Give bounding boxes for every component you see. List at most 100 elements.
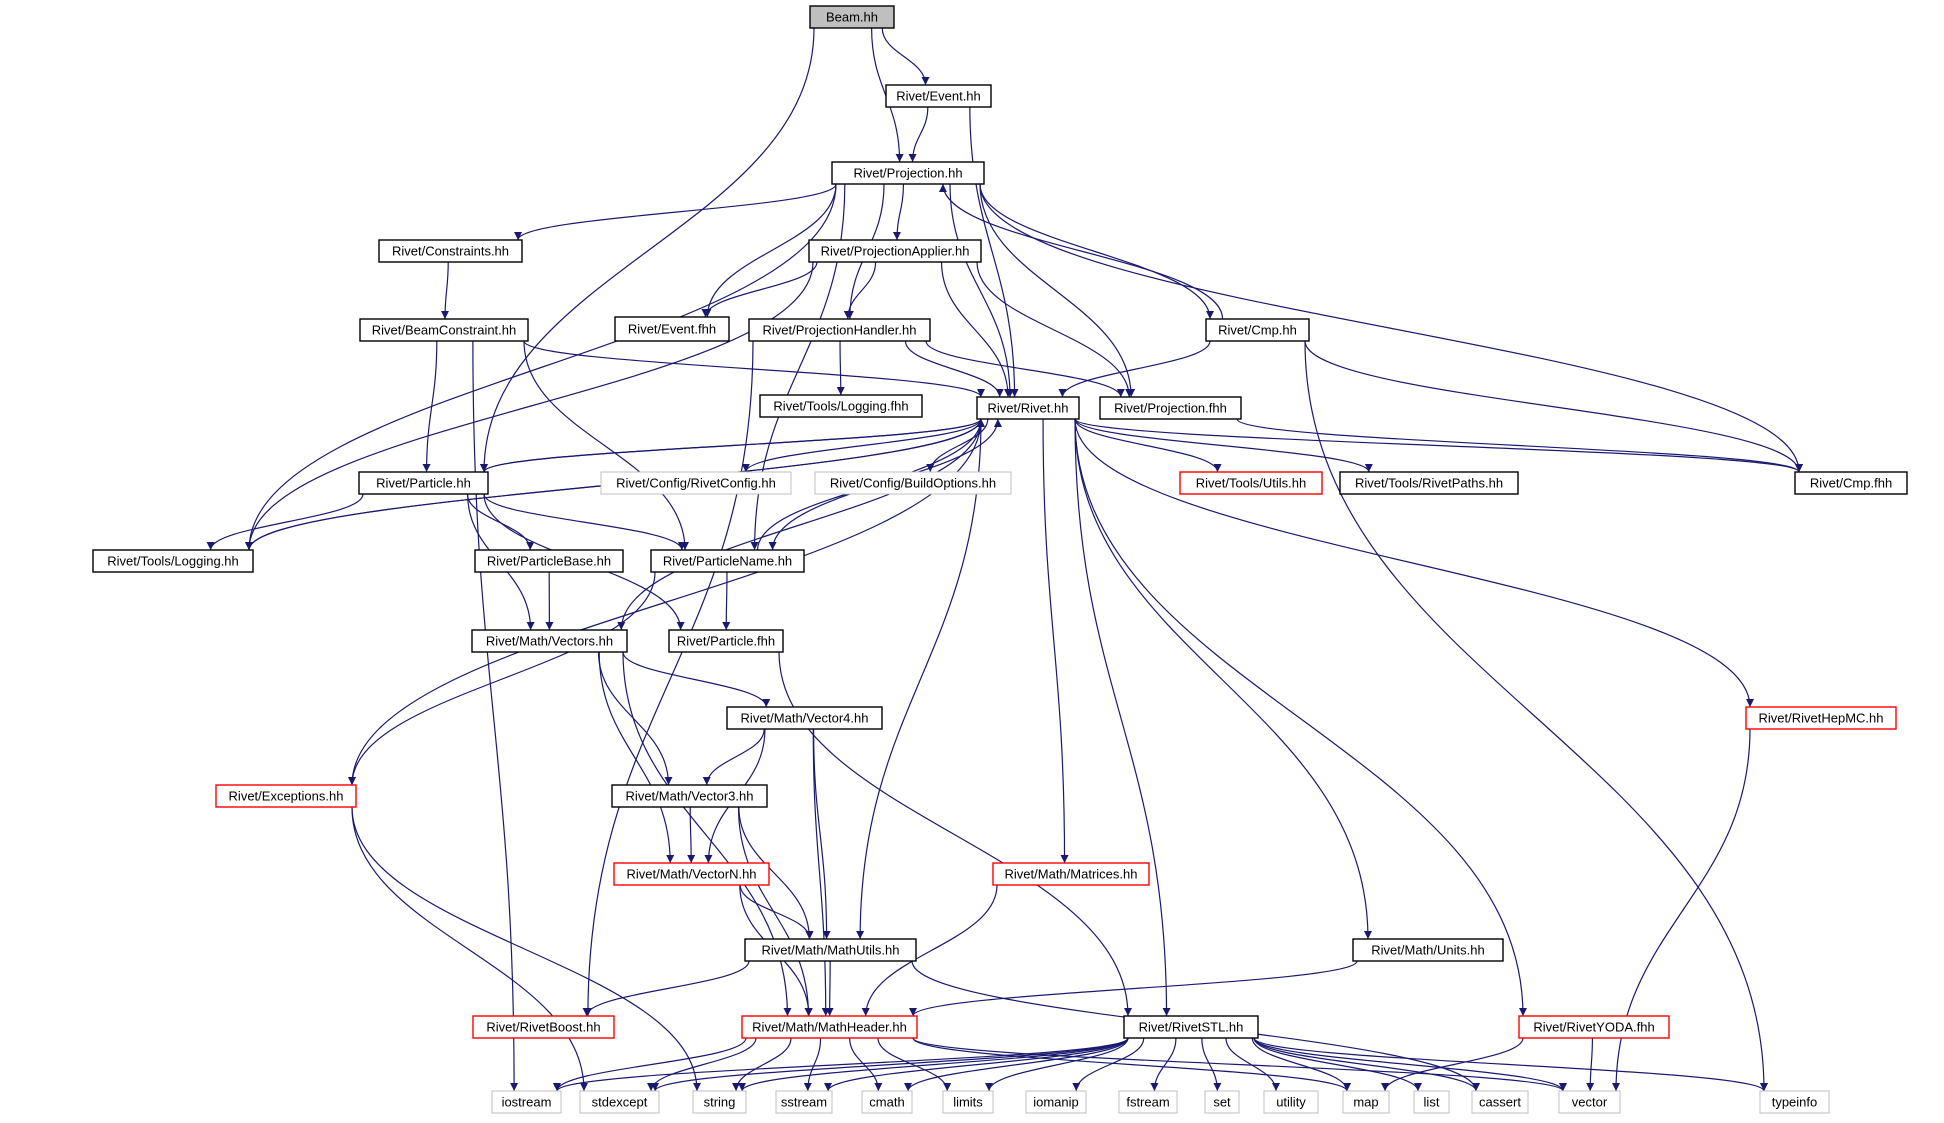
node-cmath[interactable]: cmath xyxy=(861,1090,913,1114)
node-iostream[interactable]: iostream xyxy=(491,1090,562,1114)
node-beam_hh[interactable]: Beam.hh xyxy=(809,5,895,29)
edge-projectionhandler_hh-to-rivetboost_hh xyxy=(583,340,754,1017)
edge-rivetstl_hh-to-map xyxy=(1251,1037,1351,1092)
edge-math_mathutils_hh-to-rivetboost_hh xyxy=(582,960,750,1017)
node-buildoptions_hh[interactable]: Rivet/Config/BuildOptions.hh xyxy=(814,471,1012,495)
node-label-particlebase_hh: Rivet/ParticleBase.hh xyxy=(487,554,611,569)
node-box-math_mathheader_hh xyxy=(741,1015,918,1039)
node-list[interactable]: list xyxy=(1413,1090,1450,1114)
node-math_vectorn_hh[interactable]: Rivet/Math/VectorN.hh xyxy=(613,862,770,886)
node-projectionhandler_hh[interactable]: Rivet/ProjectionHandler.hh xyxy=(748,318,931,342)
node-label-rivethepmc_hh: Rivet/RivetHepMC.hh xyxy=(1759,711,1884,726)
node-set[interactable]: set xyxy=(1204,1090,1240,1114)
node-rivet_hh[interactable]: Rivet/Rivet.hh xyxy=(976,396,1080,420)
edge-rivetstl_hh-to-utility xyxy=(1225,1037,1280,1092)
edge-particle_hh-to-rivet_hh xyxy=(483,418,985,473)
node-label-tools_rivetpaths_hh: Rivet/Tools/RivetPaths.hh xyxy=(1355,476,1503,491)
node-box-math_vector3_hh xyxy=(611,784,768,808)
node-cmp_hh[interactable]: Rivet/Cmp.hh xyxy=(1205,318,1310,342)
edge-projectionhandler_hh-to-projection_fhh xyxy=(925,340,1125,398)
node-vector[interactable]: vector xyxy=(1558,1090,1621,1114)
edge-math_vector4_hh-to-math_mathheader_hh xyxy=(812,728,830,1017)
node-beamconstraint_hh[interactable]: Rivet/BeamConstraint.hh xyxy=(359,318,529,342)
node-math_units_hh[interactable]: Rivet/Math/Units.hh xyxy=(1352,938,1504,962)
node-string[interactable]: string xyxy=(692,1090,747,1114)
node-constraints_hh[interactable]: Rivet/Constraints.hh xyxy=(378,239,523,263)
edge-cmp_hh-to-rivet_hh xyxy=(1058,340,1211,398)
node-box-rivethepmc_hh xyxy=(1745,706,1897,730)
node-projection_hh[interactable]: Rivet/Projection.hh xyxy=(831,161,985,185)
node-map[interactable]: map xyxy=(1342,1090,1390,1114)
node-utility[interactable]: utility xyxy=(1263,1090,1319,1114)
node-particlebase_hh[interactable]: Rivet/ParticleBase.hh xyxy=(474,549,624,573)
edge-math_mathheader_hh-to-string xyxy=(732,1037,792,1092)
node-box-map xyxy=(1342,1090,1390,1114)
node-cmp_fhh[interactable]: Rivet/Cmp.fhh xyxy=(1794,471,1908,495)
node-projectionapplier_hh[interactable]: Rivet/ProjectionApplier.hh xyxy=(808,239,982,263)
node-math_mathheader_hh[interactable]: Rivet/Math/MathHeader.hh xyxy=(741,1015,918,1039)
node-tools_rivetpaths_hh[interactable]: Rivet/Tools/RivetPaths.hh xyxy=(1339,471,1519,495)
node-particle_hh[interactable]: Rivet/Particle.hh xyxy=(358,471,489,495)
edge-math_mathheader_hh-to-stdexcept xyxy=(647,1037,757,1092)
edge-rivetstl_hh-to-string xyxy=(738,1037,1129,1092)
edge-rivet_hh-to-tools_rivetpaths_hh xyxy=(1074,418,1373,473)
node-particle_fhh[interactable]: Rivet/Particle.fhh xyxy=(668,629,784,653)
edge-projectionhandler_hh-to-rivet_hh xyxy=(904,340,1004,398)
node-exceptions_hh[interactable]: Rivet/Exceptions.hh xyxy=(215,784,357,808)
edge-math_mathheader_hh-to-map xyxy=(912,1037,1351,1092)
node-box-particlename_hh xyxy=(650,549,805,573)
node-label-particle_hh: Rivet/Particle.hh xyxy=(376,476,471,491)
node-math_mathutils_hh[interactable]: Rivet/Math/MathUtils.hh xyxy=(744,938,917,962)
node-tools_utils_hh[interactable]: Rivet/Tools/Utils.hh xyxy=(1179,471,1323,495)
node-label-projectionhandler_hh: Rivet/ProjectionHandler.hh xyxy=(763,323,917,338)
node-rivetyoda_fhh[interactable]: Rivet/RivetYODA.fhh xyxy=(1518,1015,1670,1039)
node-label-rivetstl_hh: Rivet/RivetSTL.hh xyxy=(1139,1020,1244,1035)
node-fstream[interactable]: fstream xyxy=(1118,1090,1178,1114)
node-label-iomanip: iomanip xyxy=(1033,1095,1079,1110)
node-math_matrices_hh[interactable]: Rivet/Math/Matrices.hh xyxy=(992,862,1150,886)
node-event_fhh[interactable]: Rivet/Event.fhh xyxy=(614,316,730,342)
node-box-list xyxy=(1413,1090,1450,1114)
node-math_vectors_hh[interactable]: Rivet/Math/Vectors.hh xyxy=(471,629,628,653)
node-particlename_hh[interactable]: Rivet/ParticleName.hh xyxy=(650,549,805,573)
node-iomanip[interactable]: iomanip xyxy=(1025,1090,1087,1114)
node-label-iostream: iostream xyxy=(502,1095,552,1110)
edge-math_vector3_hh-to-math_vectorn_hh xyxy=(687,806,696,864)
node-label-math_mathutils_hh: Rivet/Math/MathUtils.hh xyxy=(762,943,900,958)
node-math_vector3_hh[interactable]: Rivet/Math/Vector3.hh xyxy=(611,784,768,808)
node-rivetstl_hh[interactable]: Rivet/RivetSTL.hh xyxy=(1123,1015,1259,1039)
node-label-fstream: fstream xyxy=(1126,1095,1169,1110)
node-box-exceptions_hh xyxy=(215,784,357,808)
node-label-projectionapplier_hh: Rivet/ProjectionApplier.hh xyxy=(821,244,970,259)
edge-projection_hh-to-event_fhh xyxy=(703,183,837,318)
edge-projection_hh-to-rivet_hh xyxy=(949,183,1014,398)
node-rivetconfig_hh[interactable]: Rivet/Config/RivetConfig.hh xyxy=(600,471,792,495)
edge-beamconstraint_hh-to-particle_hh xyxy=(422,340,438,473)
edge-rivet_hh-to-rivetyoda_fhh xyxy=(1074,418,1527,1017)
edge-beamconstraint_hh-to-particlename_hh xyxy=(523,340,689,551)
node-tools_logging_hh[interactable]: Rivet/Tools/Logging.hh xyxy=(92,549,254,573)
edge-rivet_hh-to-cmp_fhh xyxy=(1074,418,1803,473)
node-stdexcept[interactable]: stdexcept xyxy=(579,1090,660,1114)
node-box-math_matrices_hh xyxy=(992,862,1150,886)
node-projection_fhh[interactable]: Rivet/Projection.fhh xyxy=(1099,396,1242,420)
node-box-iomanip xyxy=(1025,1090,1087,1114)
node-tools_logging_fhh[interactable]: Rivet/Tools/Logging.fhh xyxy=(759,394,923,418)
node-rivethepmc_hh[interactable]: Rivet/RivetHepMC.hh xyxy=(1745,706,1897,730)
node-box-cmp_fhh xyxy=(1794,471,1908,495)
node-sstream[interactable]: sstream xyxy=(775,1090,833,1114)
node-label-set: set xyxy=(1213,1095,1231,1110)
node-cassert[interactable]: cassert xyxy=(1471,1090,1529,1114)
node-math_vector4_hh[interactable]: Rivet/Math/Vector4.hh xyxy=(726,706,883,730)
edge-rivetstl_hh-to-sstream xyxy=(824,1037,1129,1092)
edge-rivetstl_hh-to-iostream xyxy=(553,1037,1129,1092)
node-typeinfo[interactable]: typeinfo xyxy=(1759,1090,1830,1114)
edge-math_units_hh-to-math_mathheader_hh xyxy=(909,960,1358,1017)
edge-rivetstl_hh-to-fstream xyxy=(1150,1037,1177,1092)
node-limits[interactable]: limits xyxy=(942,1090,994,1114)
node-box-projectionhandler_hh xyxy=(748,318,931,342)
node-rivetboost_hh[interactable]: Rivet/RivetBoost.hh xyxy=(472,1015,615,1039)
node-box-rivetstl_hh xyxy=(1123,1015,1259,1039)
edge-math_mathheader_hh-to-sstream xyxy=(803,1037,822,1092)
node-event_hh[interactable]: Rivet/Event.hh xyxy=(885,84,992,108)
